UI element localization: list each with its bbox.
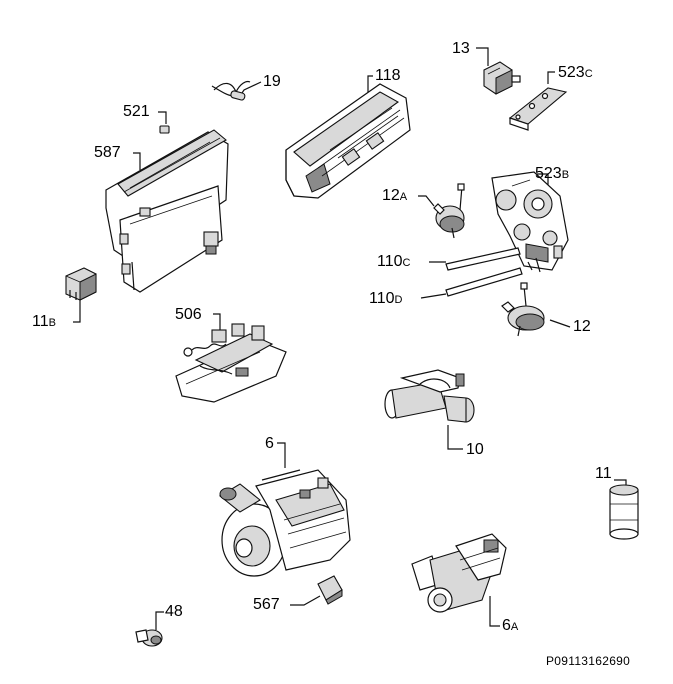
label-523c: 523C bbox=[558, 65, 593, 82]
label-13: 13 bbox=[452, 41, 470, 57]
leader-13 bbox=[476, 47, 489, 66]
label-10: 10 bbox=[466, 442, 484, 458]
label-523b: 523B bbox=[535, 166, 569, 183]
label-523c-suffix: C bbox=[584, 68, 593, 80]
label-110d-number: 110 bbox=[369, 290, 395, 307]
part-118-module bbox=[285, 83, 411, 199]
part-19-sensor bbox=[211, 80, 251, 101]
label-11b-number: 11 bbox=[32, 313, 49, 330]
label-110d-suffix: D bbox=[394, 294, 403, 306]
label-6a-number: 6 bbox=[502, 617, 511, 634]
label-11b: 11B bbox=[32, 314, 56, 331]
part-11b-filter bbox=[65, 267, 97, 301]
label-110c: 110C bbox=[377, 254, 410, 271]
label-48-number: 48 bbox=[165, 603, 183, 620]
part-48-valve bbox=[135, 629, 163, 647]
part-12-pressure-switch bbox=[501, 282, 545, 337]
part-110d-rod bbox=[445, 267, 523, 297]
part-587-board bbox=[105, 129, 229, 293]
part-10-valve bbox=[384, 369, 475, 423]
label-11: 11 bbox=[595, 466, 612, 482]
label-110d: 110D bbox=[369, 291, 402, 308]
part-6-pump bbox=[219, 469, 351, 577]
label-12-number: 12 bbox=[573, 318, 591, 335]
label-19-number: 19 bbox=[263, 73, 281, 90]
leader-12a bbox=[418, 195, 435, 207]
leader-587 bbox=[133, 152, 141, 170]
part-506-assembly bbox=[175, 323, 287, 403]
part-521-clip bbox=[159, 125, 170, 134]
label-11-number: 11 bbox=[595, 465, 612, 482]
label-12a: 12A bbox=[382, 188, 407, 205]
label-13-number: 13 bbox=[452, 40, 470, 57]
label-506-number: 506 bbox=[175, 306, 202, 323]
part-11-cylinder bbox=[609, 484, 639, 540]
leader-6 bbox=[277, 442, 286, 468]
part-523c-bracket bbox=[508, 87, 568, 131]
label-506: 506 bbox=[175, 307, 202, 323]
label-523c-number: 523 bbox=[558, 64, 585, 81]
leader-567 bbox=[290, 595, 321, 606]
leader-12 bbox=[549, 319, 571, 328]
label-523b-suffix: B bbox=[561, 169, 570, 181]
label-48: 48 bbox=[165, 604, 183, 620]
leader-521 bbox=[158, 111, 167, 124]
label-11b-suffix: B bbox=[48, 317, 56, 329]
label-19: 19 bbox=[263, 74, 281, 90]
leader-523c bbox=[547, 71, 555, 84]
label-10-number: 10 bbox=[466, 441, 484, 458]
leader-lines bbox=[73, 47, 627, 630]
label-587: 587 bbox=[94, 145, 121, 161]
document-code: P09113162690 bbox=[546, 654, 631, 668]
label-567: 567 bbox=[253, 597, 280, 613]
label-110c-suffix: C bbox=[402, 257, 411, 269]
part-12a-pressure-switch bbox=[433, 183, 465, 239]
leader-118 bbox=[367, 75, 373, 98]
part-6a-drain-pump bbox=[411, 533, 507, 613]
label-6-number: 6 bbox=[265, 435, 274, 452]
leader-11b bbox=[73, 292, 81, 323]
label-567-number: 567 bbox=[253, 596, 280, 613]
label-12: 12 bbox=[573, 319, 591, 335]
label-12a-suffix: A bbox=[399, 191, 408, 203]
label-118-number: 118 bbox=[375, 67, 401, 84]
label-110c-number: 110 bbox=[377, 253, 403, 270]
label-12a-number: 12 bbox=[382, 187, 400, 204]
label-6a-suffix: A bbox=[510, 621, 519, 633]
leader-506 bbox=[213, 313, 221, 330]
leader-10 bbox=[447, 425, 463, 450]
part-110c-rod bbox=[445, 247, 521, 271]
leader-48 bbox=[155, 611, 164, 630]
leader-6a bbox=[489, 596, 500, 627]
part-523b-bracket bbox=[491, 171, 569, 273]
part-567-cap bbox=[317, 575, 343, 605]
label-587-number: 587 bbox=[94, 144, 121, 161]
label-523b-number: 523 bbox=[535, 165, 562, 182]
label-6: 6 bbox=[265, 436, 274, 452]
part-13-sensor bbox=[483, 61, 521, 95]
leader-110d bbox=[420, 293, 447, 299]
label-521: 521 bbox=[123, 104, 150, 120]
label-118: 118 bbox=[375, 68, 401, 84]
label-521-number: 521 bbox=[123, 103, 150, 120]
label-6a: 6A bbox=[502, 618, 518, 635]
